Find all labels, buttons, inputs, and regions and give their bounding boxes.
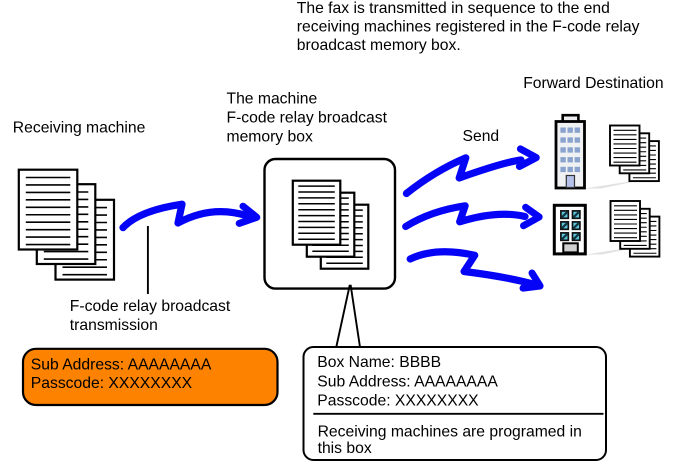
svg-text:The machine: The machine: [227, 90, 318, 107]
svg-text:Receiving machines are program: Receiving machines are programed in: [318, 423, 582, 440]
svg-text:Forward Destination: Forward Destination: [523, 75, 663, 92]
svg-text:Sub Address: AAAAAAAA: Sub Address: AAAAAAAA: [317, 373, 498, 390]
svg-text:receiving machines registered: receiving machines registered in the F-c…: [297, 18, 640, 35]
svg-text:Receiving machine: Receiving machine: [13, 119, 146, 136]
svg-text:Send: Send: [463, 128, 500, 145]
svg-text:transmission: transmission: [70, 317, 158, 334]
svg-text:Passcode: XXXXXXXX: Passcode: XXXXXXXX: [317, 393, 479, 410]
svg-text:Box Name: BBBB: Box Name: BBBB: [317, 354, 441, 371]
svg-text:F-code relay broadcast: F-code relay broadcast: [227, 109, 388, 126]
svg-text:broadcast memory box.: broadcast memory box.: [297, 37, 461, 54]
svg-text:Sub Address: AAAAAAAA: Sub Address: AAAAAAAA: [31, 357, 212, 374]
svg-text:The fax is transmitted in sequ: The fax is transmitted in sequence to th…: [297, 0, 610, 17]
svg-text:memory box: memory box: [227, 128, 313, 145]
svg-text:F-code relay broadcast: F-code relay broadcast: [70, 298, 231, 315]
svg-text:this box: this box: [318, 440, 372, 457]
svg-text:Passcode: XXXXXXXX: Passcode: XXXXXXXX: [31, 375, 193, 392]
